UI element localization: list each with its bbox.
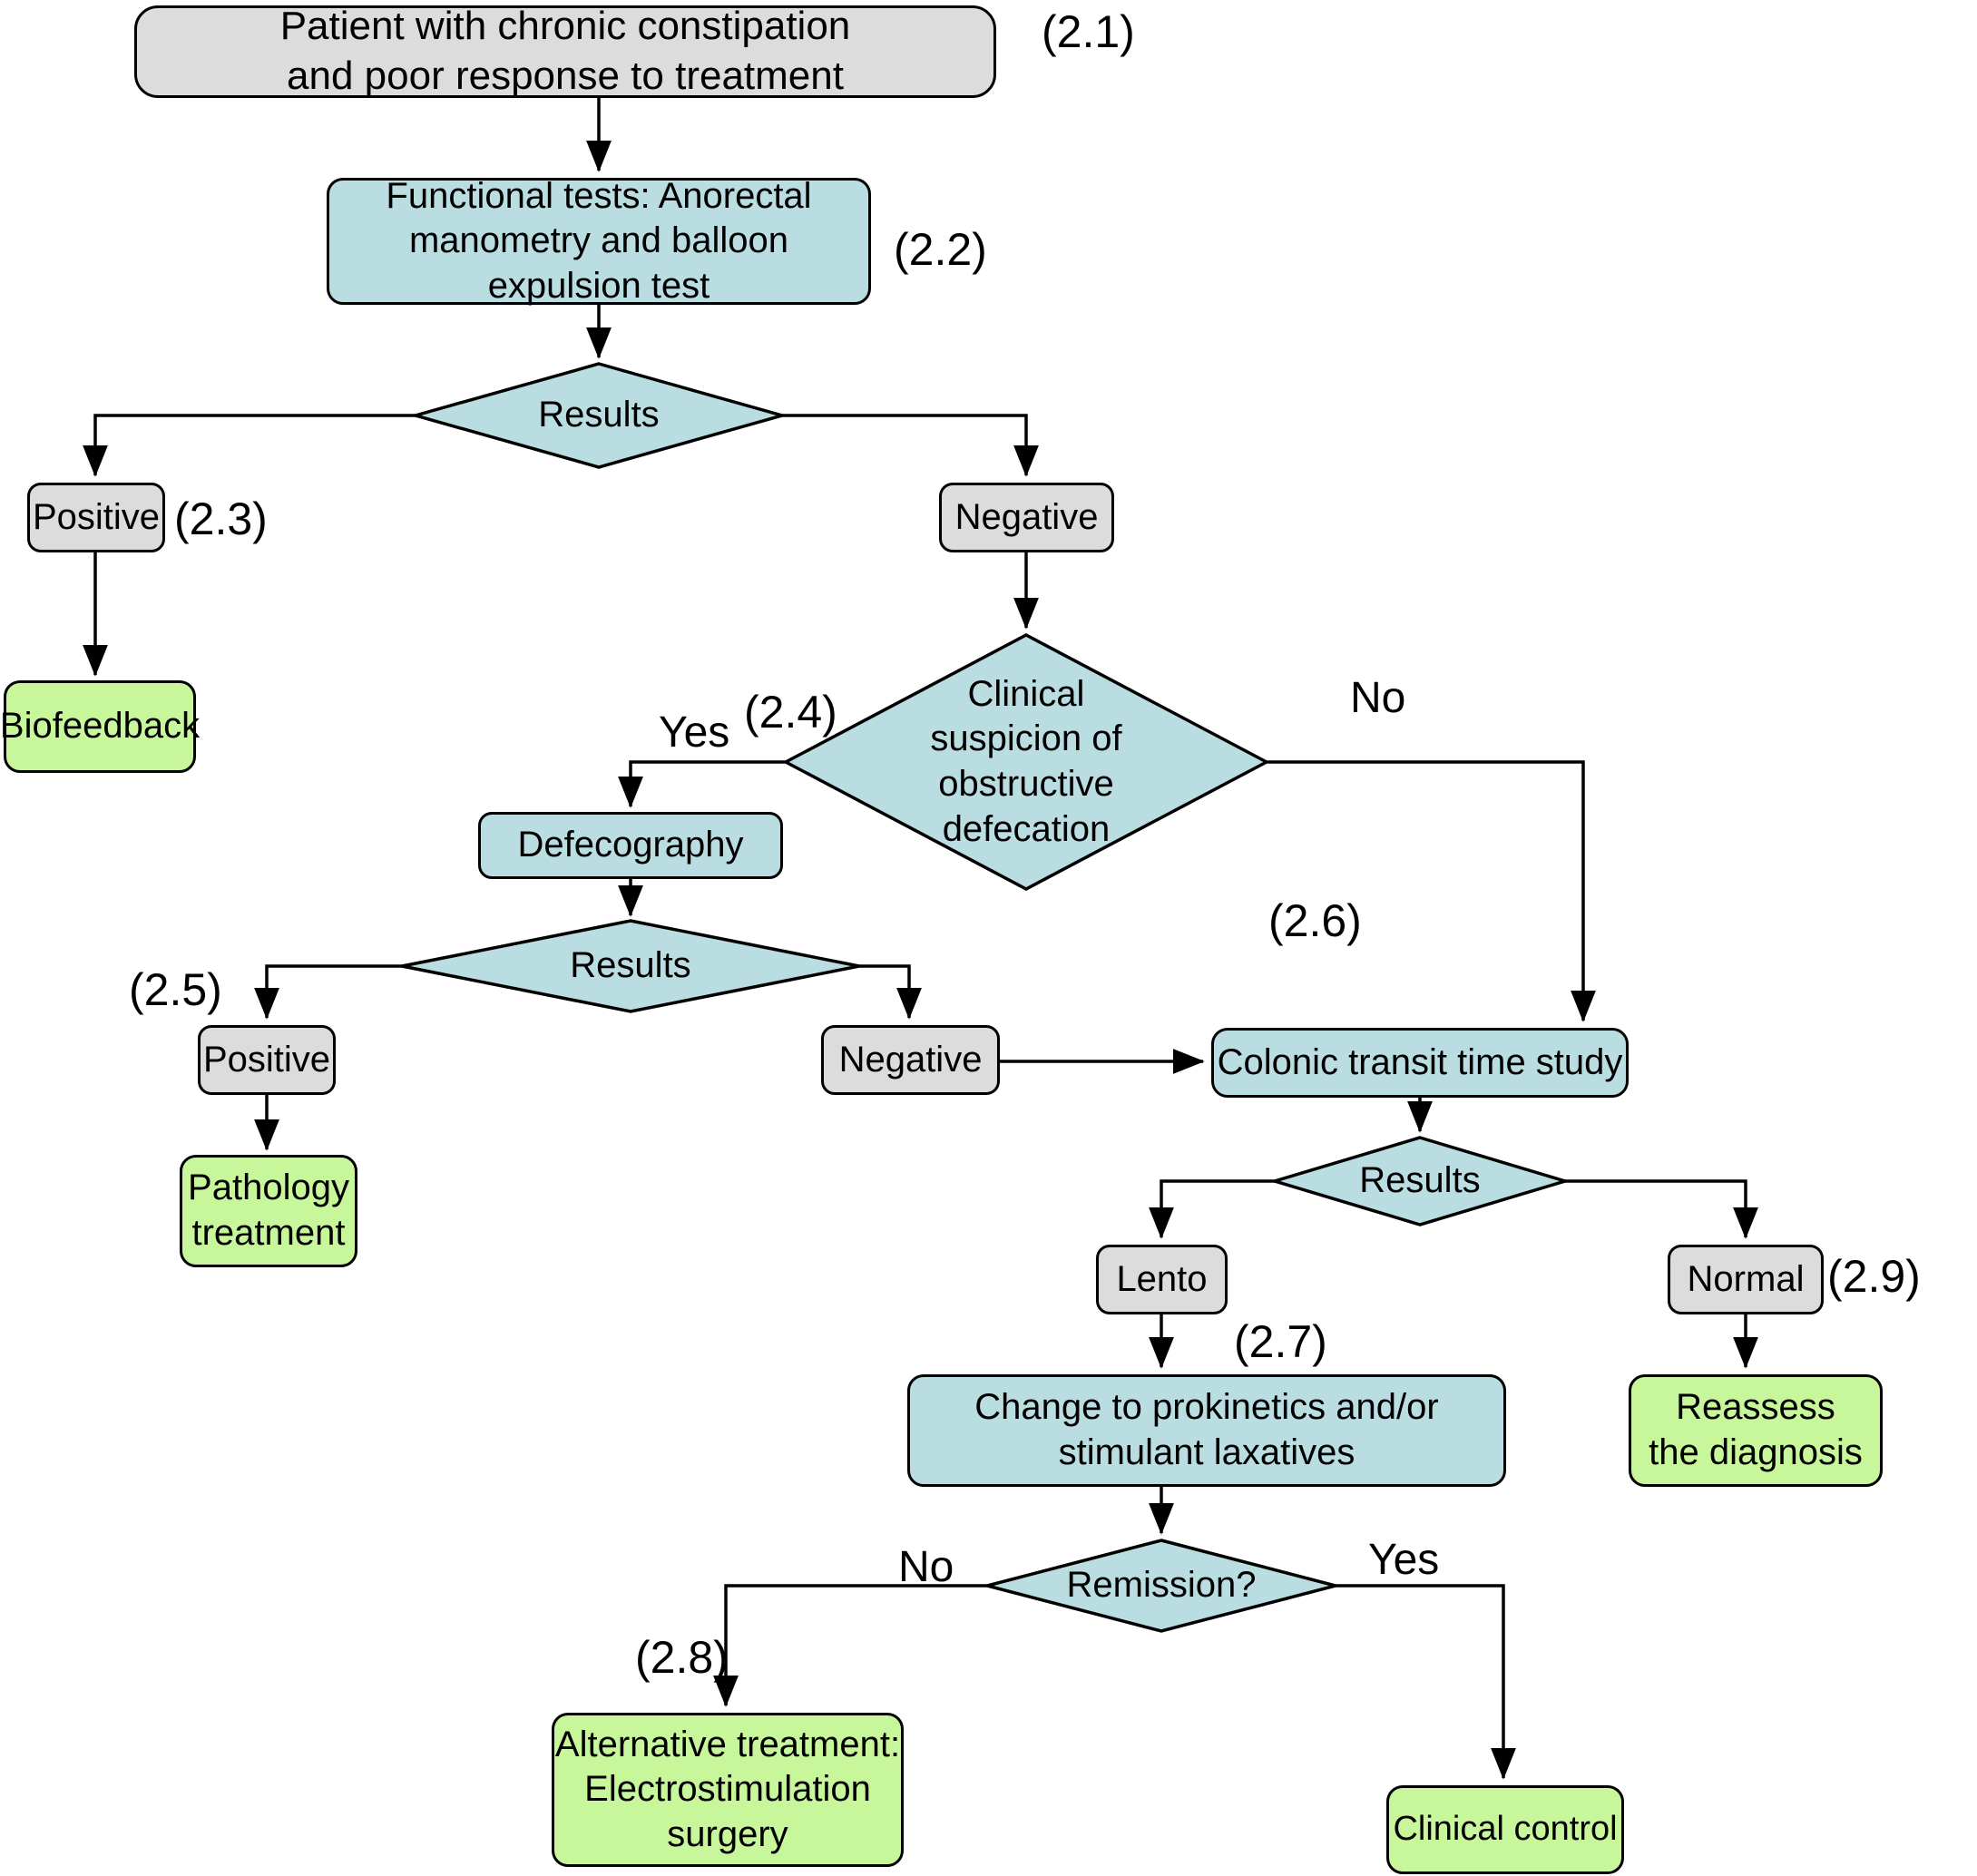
node-negative-defecography: Negative (821, 1025, 1000, 1095)
decision-label-results-colonic: Results (1359, 1160, 1481, 1201)
decision-label-results-functional: Results (538, 395, 660, 435)
edge-label-suspicion-yes: Yes (659, 708, 730, 757)
edge-suspicion-yes-branch (618, 760, 786, 808)
edge-colresults-lento-branch (1149, 1179, 1275, 1239)
edge-colresults-normal-branch (1565, 1179, 1758, 1239)
decision-results-colonic (1268, 1136, 1571, 1226)
node-defecography: Defecography (478, 812, 783, 879)
node-pathology-treatment: Pathology treatment (180, 1155, 357, 1267)
node-positive-functional: Positive (27, 483, 165, 552)
decision-results-functional (409, 362, 788, 469)
decision-remission (981, 1539, 1342, 1633)
edge-label-suspicion-no: No (1350, 674, 1406, 722)
ref-label-2-5: (2.5) (129, 964, 222, 1015)
ref-label-2-2: (2.2) (894, 224, 987, 275)
node-reassess-diagnosis: Reassess the diagnosis (1629, 1374, 1883, 1487)
edge-defresults-negative-branch (859, 964, 922, 1020)
decision-label-remission: Remission? (1066, 1565, 1257, 1606)
node-negative-functional: Negative (939, 483, 1114, 552)
decision-clinical-suspicion (782, 633, 1270, 891)
decision-label-clinical-suspicion: Clinical suspicion of obstructive defeca… (930, 673, 1122, 849)
ref-label-2-6: (2.6) (1268, 895, 1362, 946)
node-prokinetics: Change to prokinetics and/or stimulant l… (907, 1374, 1506, 1487)
edge-defresults-positive-branch (254, 964, 402, 1020)
ref-label-2-7: (2.7) (1234, 1316, 1327, 1367)
edge-remission-no-branch (713, 1584, 987, 1707)
ref-label-2-1: (2.1) (1042, 6, 1135, 57)
edge-remission-yes-branch (1336, 1584, 1516, 1780)
edge-label-remission-yes: Yes (1368, 1536, 1440, 1584)
edge-results-negative-branch (780, 414, 1039, 477)
edge-suspicion-no-branch (1267, 760, 1596, 1022)
node-start: Patient with chronic constipation and po… (134, 4, 996, 98)
node-clinical-control: Clinical control (1386, 1785, 1624, 1874)
node-normal: Normal (1668, 1245, 1824, 1314)
node-biofeedback: Biofeedback (0, 680, 200, 773)
node-functional-tests: Functional tests: Anorectal manometry an… (327, 176, 871, 306)
ref-label-2-9: (2.9) (1827, 1251, 1921, 1302)
decision-label-results-defecography: Results (570, 945, 691, 986)
edge-label-remission-no: No (898, 1543, 954, 1591)
decision-results-defecography (401, 919, 860, 1013)
node-colonic-transit: Colonic transit time study (1211, 1028, 1629, 1098)
ref-label-2-4: (2.4) (744, 687, 837, 738)
node-lento: Lento (1096, 1245, 1228, 1314)
ref-label-2-8: (2.8) (635, 1632, 729, 1683)
edge-results-positive-branch (83, 414, 417, 477)
node-alternative-treatment: Alternative treatment: Electrostimulatio… (552, 1713, 904, 1867)
node-positive-defecography: Positive (198, 1025, 336, 1095)
ref-label-2-3: (2.3) (174, 493, 268, 544)
